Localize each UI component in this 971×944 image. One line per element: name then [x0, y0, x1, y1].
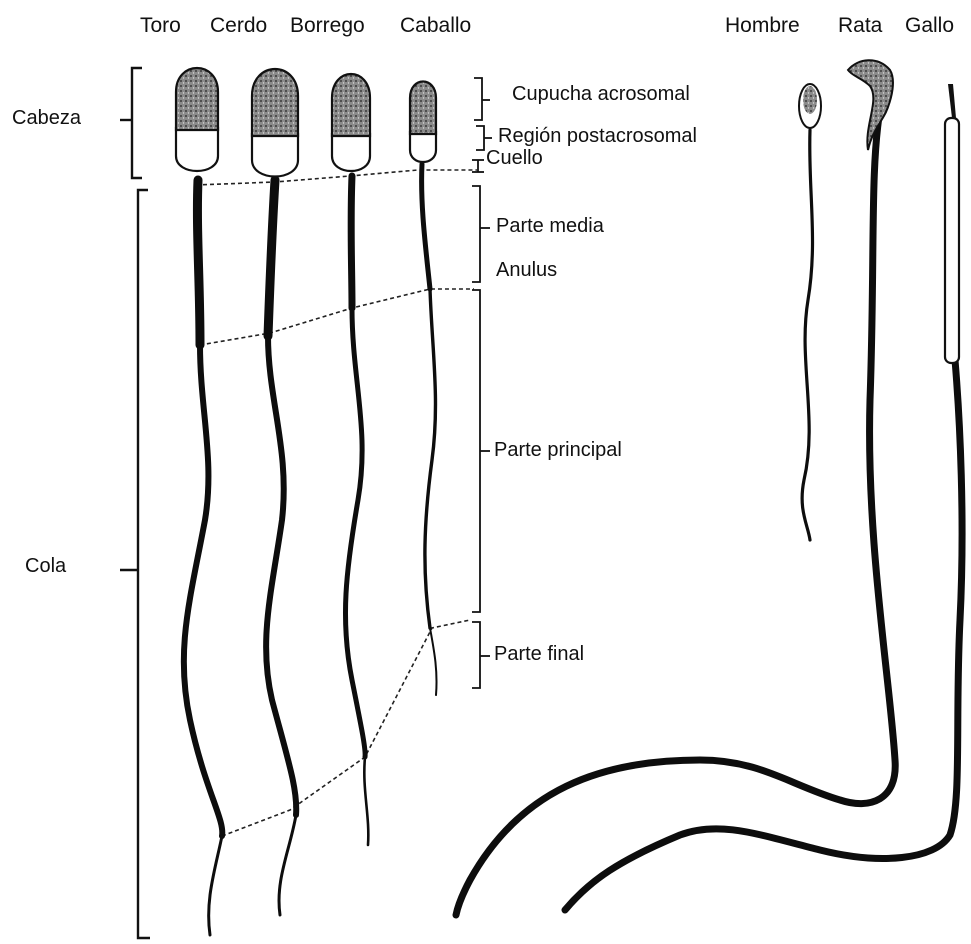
label-parte-media: Parte media [496, 215, 605, 237]
label-region-postacrosomal: Región postacrosomal [498, 125, 697, 147]
sperm-rata [456, 60, 895, 915]
species-label-cerdo: Cerdo [210, 14, 267, 37]
label-cuello: Cuello [486, 147, 543, 169]
cabeza-bracket [120, 68, 142, 178]
parte-final-bracket [472, 622, 490, 688]
label-anulus: Anulus [496, 259, 557, 281]
sperm-gallo [565, 84, 962, 910]
sperm-borrego [332, 74, 370, 845]
sperm-cerdo [252, 69, 298, 915]
capucha-acrosomal-bracket [474, 78, 490, 120]
species-label-rata: Rata [838, 14, 883, 37]
label-cola: Cola [25, 555, 67, 577]
species-label-toro: Toro [140, 14, 181, 37]
cola-bracket [120, 190, 150, 938]
species-label-caballo: Caballo [400, 14, 471, 37]
label-parte-final: Parte final [494, 643, 584, 665]
parte-principal-bracket [472, 290, 490, 612]
label-cabeza: Cabeza [12, 107, 82, 129]
species-label-hombre: Hombre [725, 14, 800, 37]
parte-media-bracket [472, 186, 490, 282]
sperm-toro [176, 68, 222, 935]
label-capucha-acrosomal: Cupucha acrosomal [512, 83, 690, 105]
sperm-hombre [799, 84, 821, 540]
species-label-gallo: Gallo [905, 14, 954, 37]
species-label-borrego: Borrego [290, 14, 365, 37]
boundary-dotted-lines [196, 170, 478, 836]
label-parte-principal: Parte principal [494, 439, 622, 461]
sperm-caballo [410, 82, 437, 696]
